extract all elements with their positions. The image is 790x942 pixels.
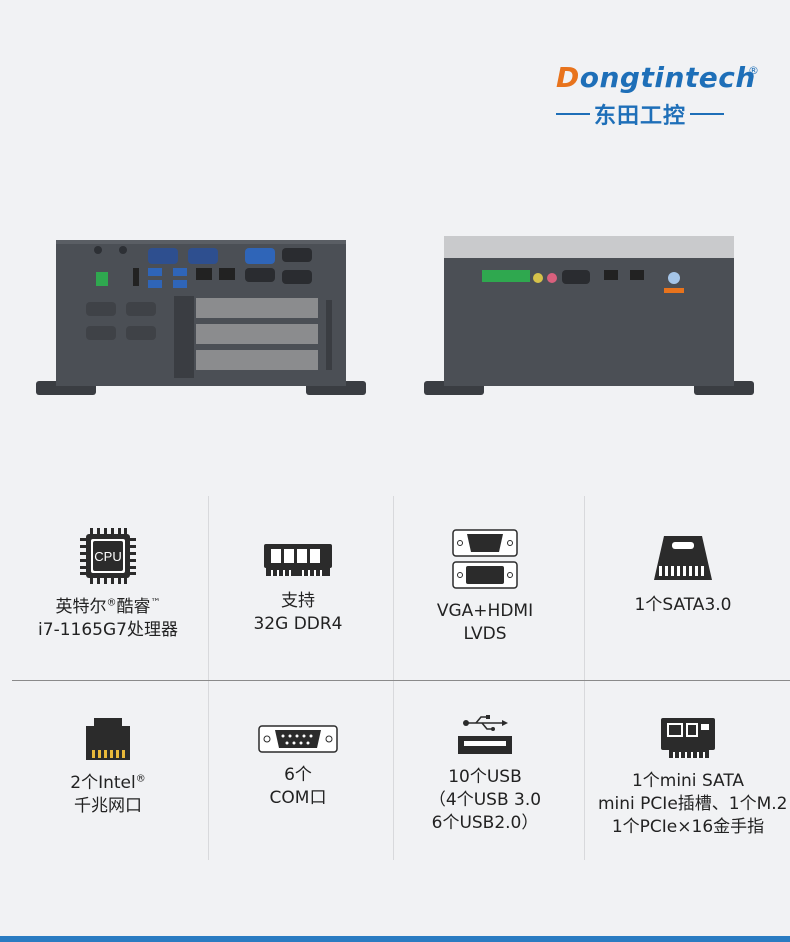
brand-name: Dongtintech [556, 61, 756, 94]
mini-card-icon [661, 718, 715, 758]
spec-com: 6个 COM口 [208, 724, 388, 810]
device-front-image [36, 240, 366, 395]
ssd-icon [654, 536, 712, 580]
spec-line: （4个USB 3.0 [428, 790, 542, 810]
spec-usb: 10个USB （4个USB 3.0 6个USB2.0） [395, 714, 575, 835]
spec-line: 1个PCIe×16金手指 [611, 817, 765, 837]
device-rear-image [424, 236, 754, 395]
serial-port-icon [258, 725, 338, 753]
spec-storage: 1个SATA3.0 [593, 532, 773, 617]
divider [208, 496, 209, 860]
svg-text:CPU: CPU [94, 549, 121, 564]
spec-line: 1个SATA3.0 [634, 595, 732, 615]
divider [584, 496, 585, 860]
brand-cn: 东田工控 [556, 98, 766, 130]
spec-line: 6个USB2.0） [431, 813, 539, 833]
spec-line: 千兆网口 [74, 796, 142, 816]
spec-line: 支持 [281, 591, 315, 611]
row-divider [12, 680, 790, 681]
spec-line: VGA+HDMI [436, 601, 534, 621]
spec-lan: 2个Intel® 千兆网口 [18, 716, 198, 818]
spec-line: 英特尔®酷睿™ [55, 597, 161, 617]
spec-line: i7-1165G7处理器 [38, 620, 178, 640]
spec-expansion: 1个mini SATA mini PCIe插槽、1个M.2 1个PCIe×16金… [598, 716, 788, 839]
spec-line: mini PCIe插槽、1个M.2 [598, 794, 788, 814]
spec-line: 6个 [284, 765, 312, 785]
divider [393, 496, 394, 860]
usb-icon [458, 715, 512, 754]
cpu-icon: CPU [80, 528, 136, 584]
ethernet-port-icon [86, 718, 130, 760]
registered-mark: ® [748, 64, 759, 77]
spec-line: 1个mini SATA [631, 771, 745, 791]
spec-cpu: CPU 英特尔®酷睿™ i7-1165G7处理器 [18, 526, 198, 642]
bottom-accent-bar [0, 936, 790, 942]
spec-line: LVDS [463, 624, 507, 644]
brand-logo: Dongtintech ® 东田工控 [556, 64, 766, 130]
spec-display: VGA+HDMI LVDS [395, 528, 575, 646]
ram-icon [264, 544, 332, 576]
spec-line: COM口 [269, 788, 327, 808]
spec-line: 2个Intel® [70, 773, 146, 793]
vga-hdmi-icon [452, 529, 518, 589]
spec-line: 10个USB [448, 767, 522, 787]
spec-memory: 支持 32G DDR4 [208, 540, 388, 636]
spec-line: 32G DDR4 [253, 614, 343, 634]
